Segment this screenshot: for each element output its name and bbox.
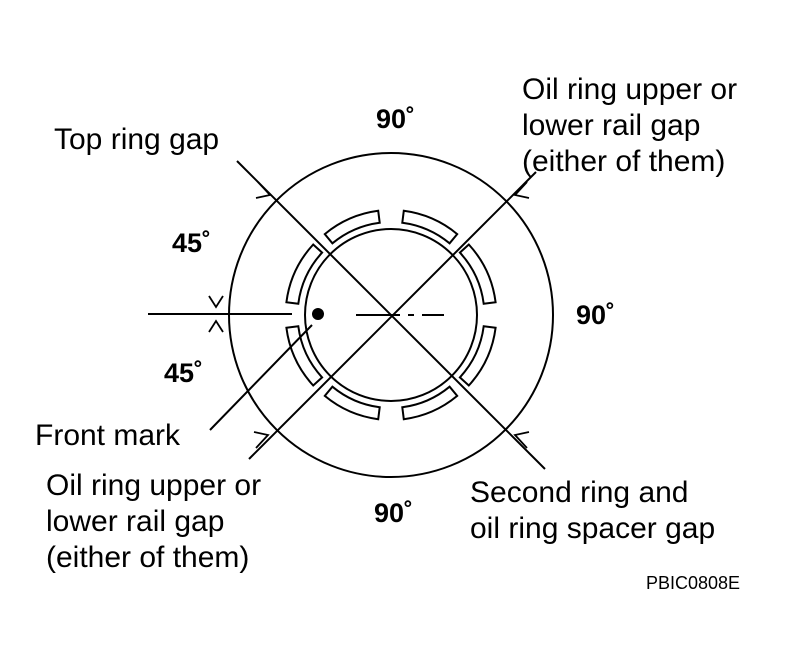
ring-segments: [285, 209, 497, 421]
piston-circle: [304, 228, 478, 402]
angle-right: 90˚: [576, 300, 616, 330]
oil-ring-rail-gap-label-lower: Oil ring upper or lower rail gap (either…: [46, 469, 262, 574]
figure-code: PBIC0808E: [646, 573, 741, 593]
oil-ring-rail-gap-label-upper: Oil ring upper or lower rail gap (either…: [522, 73, 738, 178]
angle-left-upper: 45˚: [172, 228, 212, 258]
angle-arrows: [208, 181, 530, 449]
front-mark-leader: [209, 324, 313, 431]
angle-left-lower: 45˚: [164, 358, 204, 388]
front-mark-dot: [312, 308, 324, 320]
angle-bottom: 90˚: [374, 498, 414, 528]
second-ring-gap-label: Second ring and oil ring spacer gap: [470, 476, 716, 545]
angle-top: 90˚: [376, 104, 416, 134]
top-ring-gap-label: Top ring gap: [54, 123, 220, 156]
front-mark-label: Front mark: [35, 419, 181, 452]
